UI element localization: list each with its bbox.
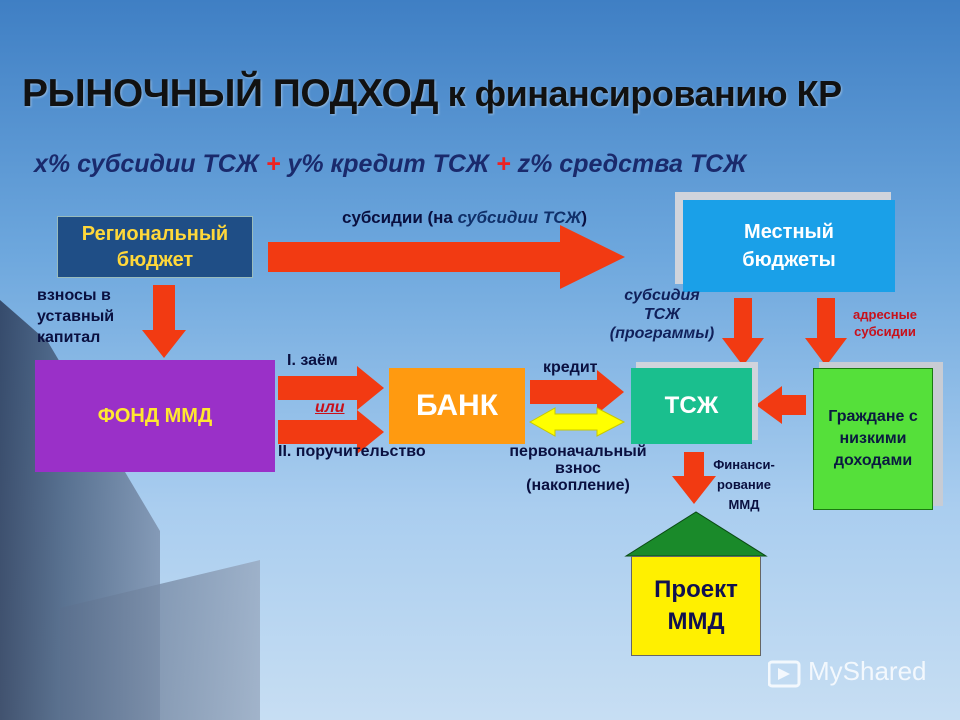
formula-term-subsidy: x% субсидии ТСЖ bbox=[34, 150, 259, 178]
project-roof bbox=[624, 511, 768, 557]
formula: x% субсидии ТСЖ + y% кредит ТСЖ + z% сре… bbox=[34, 150, 747, 178]
page-title: РЫНОЧНЫЙ ПОДХОД к финансированию КР bbox=[22, 72, 842, 115]
arrow-tsj-to-project bbox=[672, 452, 716, 504]
or-label: или bbox=[315, 399, 345, 416]
arrow-bank-to-tsj bbox=[530, 370, 624, 414]
arrow-regional-to-fund bbox=[142, 285, 186, 358]
formula-term-funds: z% средства ТСЖ bbox=[517, 150, 747, 178]
arrow-citizens-to-tsj bbox=[756, 386, 806, 424]
arrow-regional-to-local bbox=[268, 225, 625, 289]
arrow-fund-to-bank-guarantee bbox=[278, 410, 384, 454]
fund-node: ФОНД ММД bbox=[35, 360, 275, 472]
arrow-fund-to-bank-loan bbox=[278, 366, 384, 410]
tsj-node: ТСЖ bbox=[631, 368, 752, 444]
arrow-local-to-tsj bbox=[722, 298, 764, 366]
formula-term-credit: y% кредит ТСЖ bbox=[287, 150, 490, 178]
loan-label: I. заём bbox=[287, 352, 338, 369]
guarantee-label: II. поручительство bbox=[278, 443, 426, 460]
arrow-initial-payment bbox=[528, 407, 626, 437]
credit-label: кредит bbox=[543, 359, 598, 376]
myshared-logo-icon bbox=[768, 660, 801, 688]
subsidies-top-label: субсидии (на субсидии ТСЖ) bbox=[342, 208, 587, 227]
watermark: MyShared bbox=[808, 656, 927, 686]
bank-node: БАНК bbox=[389, 368, 525, 444]
arrow-local-to-citizens bbox=[805, 298, 847, 366]
